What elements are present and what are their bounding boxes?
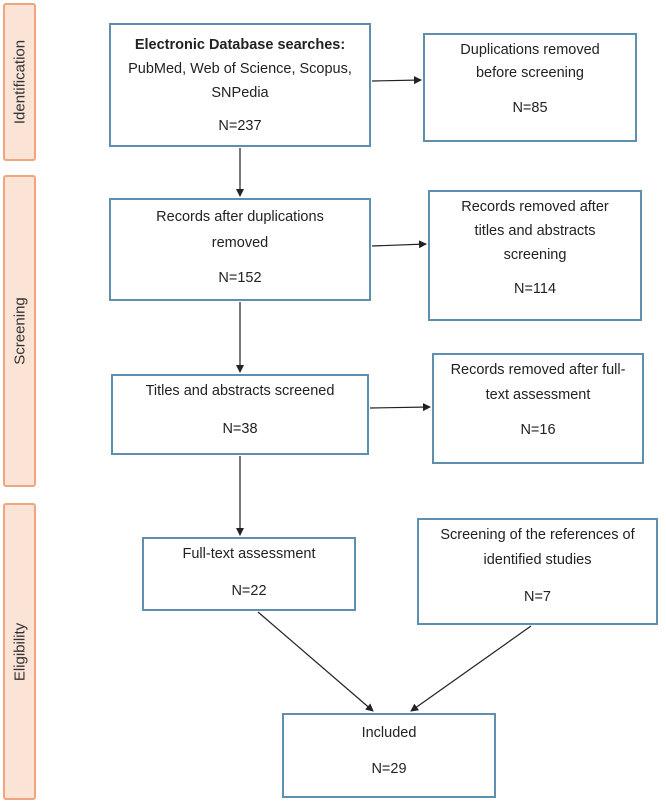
removed-titles-line3: screening [503, 247, 567, 263]
references-count: N=7 [523, 589, 551, 605]
search-title: Electronic Database searches: [134, 37, 346, 53]
box-removed-fulltext: Records removed after full- text assessm… [432, 353, 644, 464]
screened-line1: Titles and abstracts screened [145, 383, 335, 399]
after-dup-count: N=152 [218, 270, 262, 286]
arrow-screened-to-removed-fulltext [369, 403, 431, 412]
phase-screening: Screening [3, 175, 36, 487]
fulltext-line1: Full-text assessment [182, 546, 316, 562]
included-label: Included [361, 725, 417, 741]
removed-fulltext-line1: Records removed after full- [450, 362, 626, 378]
box-fulltext-assessment: Full-text assessment N=22 [142, 537, 356, 611]
dup-count: N=85 [512, 100, 548, 116]
removed-titles-count: N=114 [513, 281, 557, 297]
box-records-after-dup: Records after duplications removed N=152 [109, 198, 371, 301]
after-dup-line1: Records after duplications [156, 209, 324, 225]
arrow-references-to-included [410, 625, 532, 712]
box-duplicates-removed: Duplications removed before screening N=… [423, 33, 637, 142]
arrow-fulltext-to-included [257, 611, 374, 712]
removed-titles-line2: titles and abstracts [474, 223, 596, 239]
fulltext-count: N=22 [231, 583, 267, 599]
phase-identification: Identification [3, 3, 36, 161]
arrow-after-dup-to-removed-titles [371, 240, 427, 249]
box-titles-abstracts-screened: Titles and abstracts screened N=38 [111, 374, 369, 455]
references-line1: Screening of the references of [440, 527, 635, 543]
phase-eligibility: Eligibility [3, 503, 36, 800]
screened-count: N=38 [222, 421, 258, 437]
box-removed-titles-abstracts: Records removed after titles and abstrac… [428, 190, 642, 321]
references-line2: identified studies [483, 552, 592, 568]
search-line2: PubMed, Web of Science, Scopus, [128, 61, 352, 77]
box-reference-screening: Screening of the references of identifie… [417, 518, 658, 625]
box-included: Included N=29 [282, 713, 496, 798]
included-count: N=29 [371, 761, 407, 777]
removed-fulltext-line2: text assessment [485, 387, 591, 403]
after-dup-line2: removed [211, 235, 269, 251]
box-database-search: Electronic Database searches: PubMed, We… [109, 23, 371, 147]
dup-line1: Duplications removed [460, 42, 600, 58]
arrow-search-to-dup-removed [371, 76, 422, 85]
removed-titles-line1: Records removed after [461, 199, 609, 215]
search-line3: SNPedia [211, 85, 269, 101]
removed-fulltext-count: N=16 [520, 422, 556, 438]
search-count: N=237 [218, 118, 262, 134]
dup-line2: before screening [475, 65, 584, 81]
